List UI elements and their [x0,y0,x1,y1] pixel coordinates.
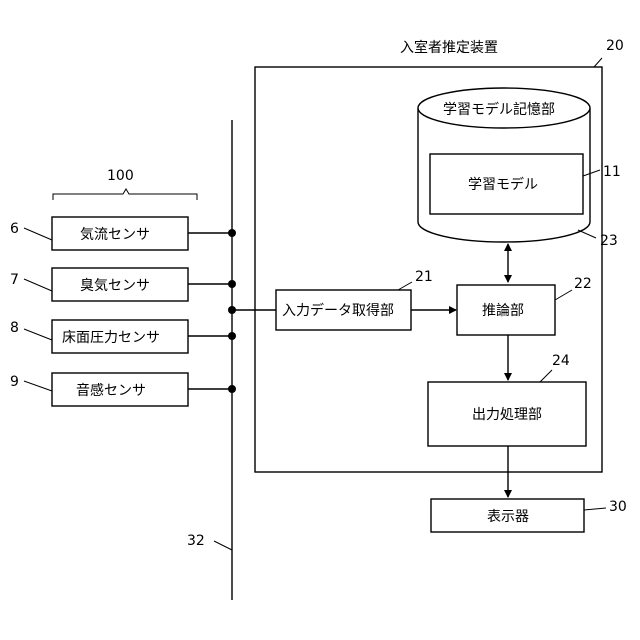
device-ref-leader [594,58,602,67]
sensor-junction [228,385,236,393]
sensor-ref: 6 [10,221,19,237]
bus-acquisition-junction [228,306,236,314]
sensor-label: 気流センサ [80,227,150,243]
sensor-floor-pressure: 床面圧力センサ 8 [10,320,236,353]
device-ref: 20 [606,38,624,54]
sensor-sound: 音感センサ 9 [10,373,236,406]
acquisition-label: 入力データ取得部 [282,302,394,319]
sensor-label: 臭気センサ [80,278,150,294]
bus-ref-leader [214,541,232,550]
sensor-group-ref: 100 [107,168,134,184]
display-label: 表示器 [487,509,529,525]
storage-ref: 23 [600,233,618,249]
display-ref-leader [584,508,606,510]
sensor-ref: 9 [10,374,19,390]
sensor-junction [228,332,236,340]
sensor-junction [228,280,236,288]
sensor-odor: 臭気センサ 7 [10,268,236,301]
storage-label: 学習モデル記憶部 [443,101,555,118]
device-title: 入室者推定装置 [400,39,498,56]
sensor-label: 音感センサ [76,382,146,399]
model-ref: 11 [603,164,621,180]
display-ref: 30 [609,499,627,515]
inference-label: 推論部 [482,303,524,319]
inference-ref: 22 [574,276,592,292]
sensor-ref: 8 [10,320,19,336]
model-label: 学習モデル [468,176,538,193]
sensor-label: 床面圧力センサ [62,330,160,346]
acquisition-ref: 21 [415,269,433,285]
bus-ref: 32 [187,533,205,549]
sensor-ref: 7 [10,272,19,288]
sensor-airflow: 気流センサ 6 [10,217,236,250]
output-label: 出力処理部 [472,407,542,423]
sensor-junction [228,229,236,237]
sensor-group-brace [53,189,197,200]
output-ref: 24 [552,353,570,369]
